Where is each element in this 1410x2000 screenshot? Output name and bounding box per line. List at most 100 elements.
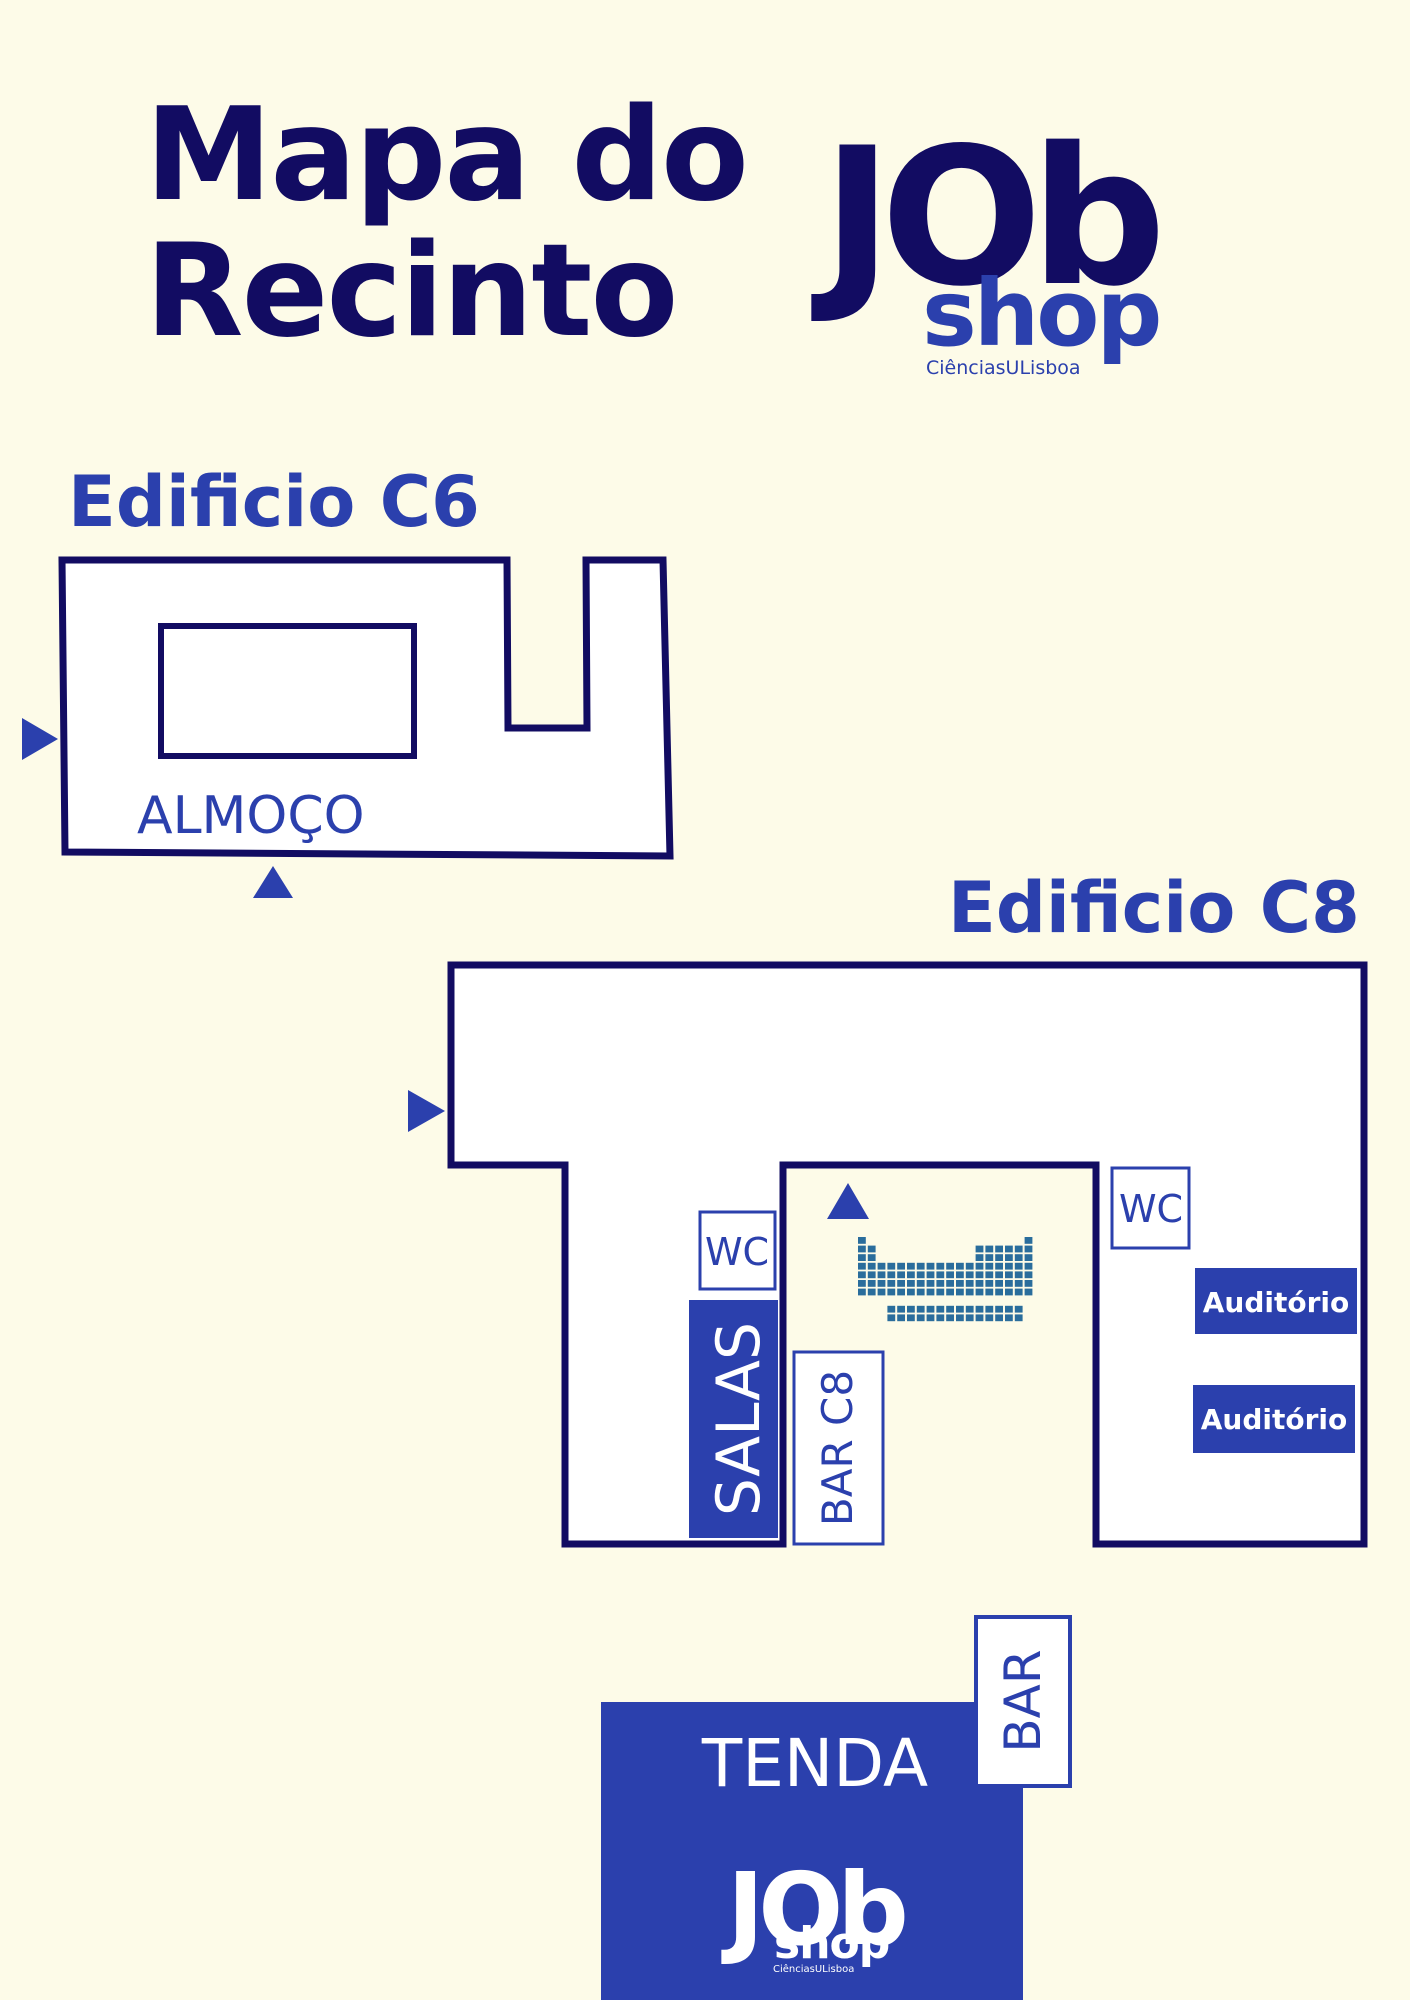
periodic-cell [1014, 1305, 1023, 1313]
tent-logo-subtitle: CiênciasULisboa [773, 1963, 854, 1975]
periodic-cell [995, 1254, 1003, 1261]
periodic-cell [965, 1314, 974, 1322]
periodic-cell [956, 1305, 964, 1313]
periodic-cell [858, 1245, 866, 1253]
periodic-cell [916, 1288, 925, 1296]
periodic-cell [985, 1271, 994, 1279]
periodic-cell [1014, 1288, 1023, 1296]
periodic-cell [926, 1305, 935, 1313]
periodic-cell [1024, 1245, 1033, 1253]
periodic-cell [995, 1271, 1003, 1279]
periodic-cell [975, 1245, 984, 1253]
c8-wc-right [1110, 1166, 1191, 1250]
periodic-cell [907, 1305, 915, 1313]
periodic-cell [1005, 1280, 1013, 1287]
periodic-cell [946, 1262, 954, 1270]
periodic-cell [985, 1288, 994, 1296]
periodic-cell [897, 1288, 905, 1296]
periodic-cell [926, 1314, 935, 1322]
periodic-cell [995, 1262, 1003, 1270]
c8-entrance-west-icon [408, 1090, 445, 1132]
periodic-cell [936, 1280, 945, 1287]
periodic-cell [936, 1271, 945, 1279]
periodic-cell [858, 1262, 866, 1270]
periodic-cell [956, 1314, 964, 1322]
tent-logo-job: JOb [721, 1851, 905, 1968]
c6-room-label: ALMOÇO [137, 786, 365, 846]
periodic-table-icon [858, 1237, 1033, 1322]
periodic-cell [887, 1288, 896, 1296]
title-line-2: Recinto [145, 217, 678, 366]
periodic-cell [1014, 1280, 1023, 1287]
periodic-cell [926, 1271, 935, 1279]
periodic-cell [867, 1245, 876, 1253]
periodic-cell [1014, 1245, 1023, 1253]
periodic-cell [887, 1305, 896, 1313]
building-c8-title: Edificio C8 [948, 867, 1360, 949]
periodic-cell [1014, 1254, 1023, 1261]
periodic-cell [956, 1288, 964, 1296]
periodic-cell [1024, 1262, 1033, 1270]
periodic-cell [1005, 1288, 1013, 1296]
periodic-cell [1005, 1314, 1013, 1322]
periodic-cell [867, 1262, 876, 1270]
periodic-cell [858, 1237, 866, 1244]
periodic-cell [907, 1280, 915, 1287]
periodic-cell [1005, 1245, 1013, 1253]
jobshop-logo: JOb shop CiênciasULisboa [811, 107, 1170, 379]
periodic-cell [1014, 1271, 1023, 1279]
periodic-cell [1005, 1254, 1013, 1261]
logo-job: JOb [811, 107, 1158, 328]
periodic-cell [975, 1305, 984, 1313]
c8-outline [447, 961, 1368, 1548]
periodic-cell [858, 1288, 866, 1296]
periodic-cell [985, 1245, 994, 1253]
periodic-cell [907, 1271, 915, 1279]
logo-shop: shop [922, 260, 1159, 367]
tent-bar-label: BAR [994, 1649, 1052, 1752]
periodic-cell [995, 1305, 1003, 1313]
periodic-cell [946, 1280, 954, 1287]
periodic-cell [1024, 1254, 1033, 1261]
periodic-cell [985, 1305, 994, 1313]
c8-entrance-inner-icon [827, 1183, 869, 1219]
page-title: Mapa do Recinto [145, 81, 749, 366]
periodic-cell [995, 1245, 1003, 1253]
periodic-cell [877, 1288, 886, 1296]
periodic-cell [887, 1271, 896, 1279]
periodic-cell [907, 1288, 915, 1296]
periodic-cell [975, 1314, 984, 1322]
c6-entrance-south-icon [253, 866, 293, 898]
periodic-cell [858, 1254, 866, 1261]
building-c8: WC WC SALAS BAR C8 Auditório Auditório [408, 961, 1368, 1548]
periodic-cell [936, 1314, 945, 1322]
periodic-cell [916, 1271, 925, 1279]
logo-subtitle: CiênciasULisboa [926, 357, 1081, 379]
periodic-cell [867, 1271, 876, 1279]
tent-area [601, 1702, 1023, 2000]
periodic-cell [1005, 1305, 1013, 1313]
periodic-cell [985, 1280, 994, 1287]
periodic-cell [916, 1280, 925, 1287]
periodic-cell [975, 1288, 984, 1296]
periodic-cell [858, 1271, 866, 1279]
periodic-cell [916, 1305, 925, 1313]
periodic-cell [907, 1262, 915, 1270]
c8-wc-left [698, 1210, 777, 1291]
periodic-cell [985, 1314, 994, 1322]
periodic-cell [877, 1262, 886, 1270]
periodic-cell [975, 1262, 984, 1270]
periodic-cell [965, 1262, 974, 1270]
periodic-cell [867, 1280, 876, 1287]
c8-auditorio-1-label: Auditório [1203, 1286, 1350, 1319]
periodic-cell [1024, 1271, 1033, 1279]
periodic-cell [995, 1288, 1003, 1296]
c8-salas [689, 1300, 778, 1538]
periodic-cell [897, 1305, 905, 1313]
c8-bar [792, 1350, 885, 1546]
tent-label: TENDA [701, 1725, 928, 1802]
title-line-1: Mapa do [145, 81, 749, 230]
periodic-cell [946, 1314, 954, 1322]
periodic-cell [887, 1314, 896, 1322]
